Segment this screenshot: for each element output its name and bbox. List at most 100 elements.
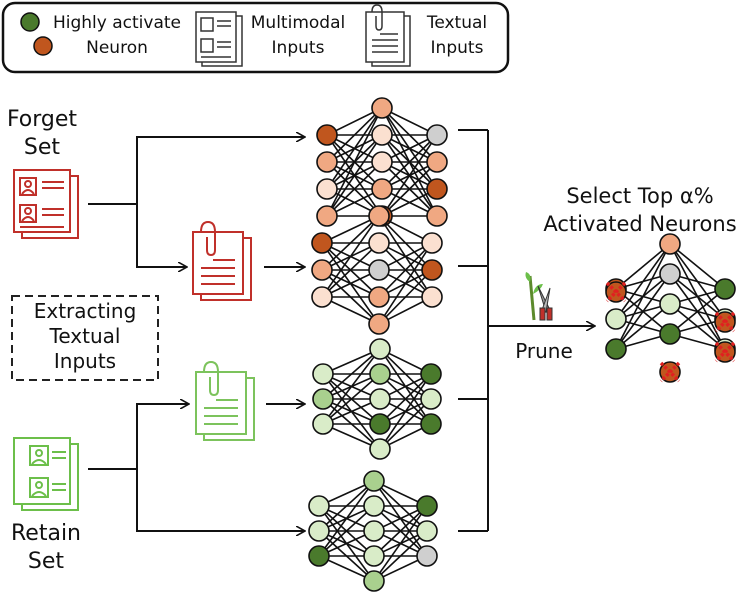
neuron-node [421,232,443,254]
neuron-node [363,495,385,517]
retain-multimodal-network [308,470,438,592]
network-edge [615,303,671,350]
pruning-shears-icon [525,272,553,321]
neuron-node [316,151,338,173]
neuron-node [311,286,333,308]
neuron-node [420,363,442,385]
legend-multimodal-line1: Multimodal [251,13,345,33]
legend-textual-line2: Inputs [431,38,484,58]
neuron-node [312,413,334,435]
neuron-node [316,124,338,146]
network-edge [381,134,438,217]
forget-textual-doc-icon [192,220,252,301]
neuron-node [371,124,393,146]
neuron-node [369,338,391,360]
network-edge [318,505,375,557]
neuron-node [426,124,448,146]
legend-green-neuron [20,12,40,32]
network-edge [381,161,438,217]
retain-set-line2: Set [28,549,65,574]
pruned-neuron-x-mark [605,281,627,303]
neuron-node [308,520,330,542]
neuron-node [426,178,448,200]
legend-neuron-line1: Highly activate [53,13,181,33]
network-edge [379,373,432,425]
pruned-neuron-x-mark [659,361,681,383]
legend-multimodal-line2: Inputs [272,38,325,58]
select-title-line2: Activated Neurons [543,212,736,236]
legend: Highly activate Neuron Multimodal Inputs… [1,1,510,74]
neuron-node [420,388,442,410]
network-edge [378,242,433,298]
network-edge [322,348,381,400]
network-edge [373,530,428,582]
network-edge [318,480,375,532]
connectors [88,129,594,531]
neuron-node [368,259,390,281]
network-edge [615,243,671,350]
network-edge [373,505,428,582]
retain-to-net4-arrow [136,469,304,531]
neuron-node [659,263,681,285]
network-edge [378,242,433,325]
legend-neuron-line2: Neuron [86,38,148,58]
neuron-node [308,545,330,567]
neuron-node [421,259,443,281]
forget-set-line2: Set [24,135,61,160]
neuron-node [369,363,391,385]
extract-line1: Extracting [34,299,137,323]
neuron-node [312,363,334,385]
neuron-node [371,97,393,119]
neuron-node [420,413,442,435]
forget-set-line1: Forget [7,107,77,132]
multimodal-doc-icon [195,11,243,67]
extract-line3: Inputs [54,349,116,373]
network-edge [326,161,383,217]
retain-textual-doc-icon [195,360,255,441]
network-edge [615,273,671,350]
neuron-node [368,286,390,308]
retain-textual-network [312,338,442,460]
forget-to-textual-arrow [136,204,186,267]
neuron-node [659,323,681,345]
neuron-node [659,293,681,315]
neuron-node [316,178,338,200]
neuron-node [416,495,438,517]
neuron-node [363,470,385,492]
prune-label: Prune [515,339,573,363]
network-edge [615,243,671,290]
legend-orange-neuron [33,36,53,56]
neuron-node [316,205,338,227]
network-edge [615,243,671,320]
neuron-node [311,259,333,281]
neuron-node [371,178,393,200]
network-edge [322,348,381,425]
network-edge [378,269,433,325]
legend-textual-line1: Textual [426,13,487,33]
neuron-node [363,545,385,567]
neuron-node [368,205,390,227]
neuron-node [605,308,627,330]
neuron-node [659,233,681,255]
neuron-node [363,520,385,542]
neuron-node [308,495,330,517]
forget-multimodal-doc-icon [13,169,79,239]
network-edge [321,215,380,271]
neuron-node [605,338,627,360]
neuron-node [416,545,438,567]
network-edge [326,107,383,163]
neuron-node [311,232,333,254]
forget-textual-network [311,205,443,335]
network-edge [326,107,383,217]
retain-multimodal-doc-icon [13,437,79,511]
neuron-node [714,278,736,300]
network-edge [318,480,375,557]
pruned-neuron-x-mark [714,311,736,333]
neuron-node [416,520,438,542]
network-edge [669,243,726,290]
select-title-line1: Select Top α% [566,184,713,208]
network-edge [326,107,383,190]
neuron-node [421,286,443,308]
forget-multimodal-network [316,97,448,227]
